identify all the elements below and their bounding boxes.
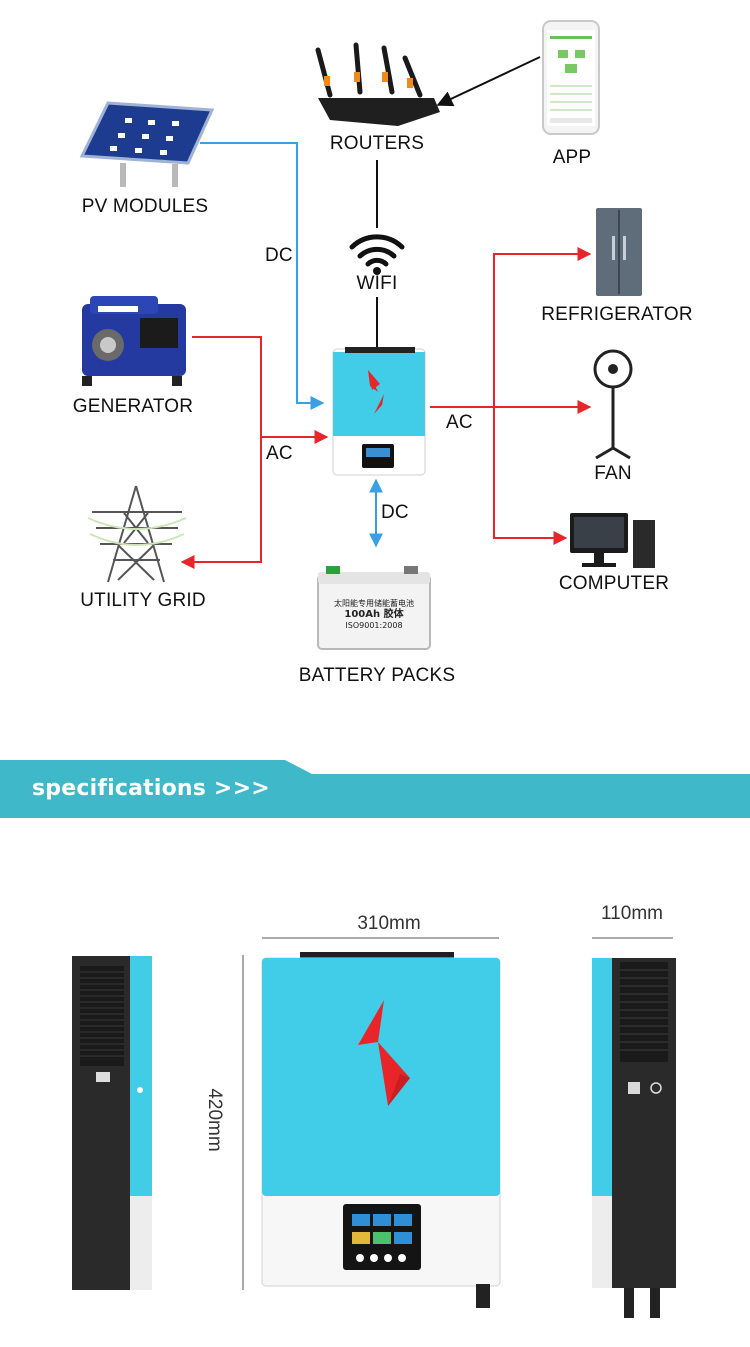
generator-label: GENERATOR	[72, 396, 194, 417]
pv-modules-label: PV MODULES	[81, 196, 209, 217]
generator-ac-line	[192, 336, 329, 444]
front-view	[261, 952, 501, 1308]
wifi-icon	[349, 234, 405, 275]
battery-dc-label: DC	[381, 502, 409, 523]
app-phone-icon	[542, 20, 600, 135]
left-side-view	[72, 956, 152, 1290]
connection-diagram	[79, 20, 655, 650]
router-icon	[315, 42, 440, 126]
computer-icon	[570, 513, 655, 568]
routers-label: ROUTERS	[329, 133, 425, 154]
utility-grid-icon	[87, 485, 187, 583]
generator-icon	[82, 296, 186, 386]
generator-ac-label: AC	[266, 443, 293, 464]
app-label: APP	[552, 147, 592, 168]
refrigerator-icon	[596, 208, 642, 296]
load-ac-label: AC	[446, 412, 473, 433]
right-side-view	[592, 958, 676, 1318]
pv-dc-line	[200, 142, 325, 410]
battery-packs-label: BATTERY PACKS	[298, 665, 456, 686]
refrigerator-label: REFRIGERATOR	[541, 304, 693, 325]
height-dimension-label: 420mm	[204, 1088, 225, 1152]
fan-icon	[593, 349, 633, 460]
utility-grid-label: UTILITY GRID	[80, 590, 206, 611]
battery-text-line2: 100Ah 胶体	[344, 609, 404, 620]
inverter-icon	[332, 347, 426, 476]
fan-label: FAN	[594, 463, 632, 484]
wifi-label: WIFI	[356, 273, 398, 294]
grid-ac-line	[180, 437, 262, 569]
specifications-title: specifications >>>	[32, 776, 270, 801]
battery-front-text: 太阳能专用储能蓄电池 100Ah 胶体 ISO9001:2008	[322, 598, 426, 631]
app-router-line	[436, 56, 541, 107]
pv-modules-icon	[79, 101, 215, 187]
computer-label: COMPUTER	[558, 573, 670, 594]
battery-text-line3: ISO9001:2008	[345, 621, 403, 630]
battery-pack-icon	[317, 566, 431, 650]
specifications-banner	[0, 760, 750, 818]
computer-ac-line	[493, 407, 568, 545]
depth-dimension-label: 110mm	[601, 903, 663, 924]
width-dimension-label: 310mm	[357, 913, 421, 934]
battery-text-line1: 太阳能专用储能蓄电池	[334, 599, 414, 608]
refrigerator-ac-line	[493, 247, 592, 407]
pv-dc-label: DC	[265, 245, 293, 266]
